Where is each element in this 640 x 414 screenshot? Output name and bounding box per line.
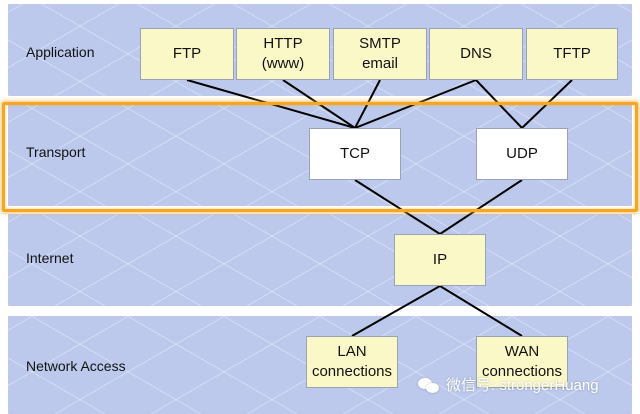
ip-label: IP [432, 251, 448, 268]
ip-box: IP [394, 234, 486, 286]
smtp-sublabel: email [362, 55, 398, 72]
link-dns-udp [475, 79, 523, 129]
ftp-label: FTP [172, 45, 202, 62]
smtp-label: SMTP [359, 35, 401, 52]
wan-sublabel: connections [481, 363, 563, 380]
watermark: 微信号: strongerHuang [418, 374, 599, 395]
wan-label: WAN [504, 343, 540, 360]
application-layer-label: Application [26, 44, 95, 60]
link-udp-ip [439, 179, 523, 235]
dns-label: DNS [460, 45, 492, 62]
link-smtp-tcp [354, 79, 381, 129]
wan-box: WAN connections [476, 336, 568, 388]
link-http-tcp [282, 79, 356, 129]
http-box: HTTP (www) [236, 28, 330, 80]
link-ip-wan [439, 285, 523, 337]
tftp-box: TFTP [526, 28, 618, 80]
link-tftp-udp [521, 79, 573, 129]
tcp-label: TCP [340, 145, 370, 162]
link-dns-tcp [354, 79, 477, 129]
link-ftp-tcp [186, 79, 356, 129]
network-access-layer-label: Network Access [26, 358, 126, 374]
http-label: HTTP [263, 35, 303, 52]
lan-box: LAN connections [306, 336, 398, 388]
link-ip-lan [351, 285, 441, 337]
lan-label: LAN [337, 343, 367, 360]
wechat-icon [418, 376, 440, 394]
smtp-box: SMTP email [333, 28, 427, 80]
ftp-box: FTP [140, 28, 234, 80]
internet-layer: Internet [8, 214, 632, 306]
tftp-label: TFTP [553, 45, 591, 62]
lan-sublabel: connections [311, 363, 393, 380]
http-sublabel: (www) [261, 55, 305, 72]
tcp-box: TCP [309, 128, 401, 180]
udp-box: UDP [476, 128, 568, 180]
internet-layer-label: Internet [26, 250, 74, 266]
link-tcp-ip [354, 179, 441, 235]
transport-layer-label: Transport [26, 144, 86, 160]
dns-box: DNS [429, 28, 523, 80]
watermark-text: 微信号: strongerHuang [446, 377, 599, 394]
udp-label: UDP [506, 145, 538, 162]
